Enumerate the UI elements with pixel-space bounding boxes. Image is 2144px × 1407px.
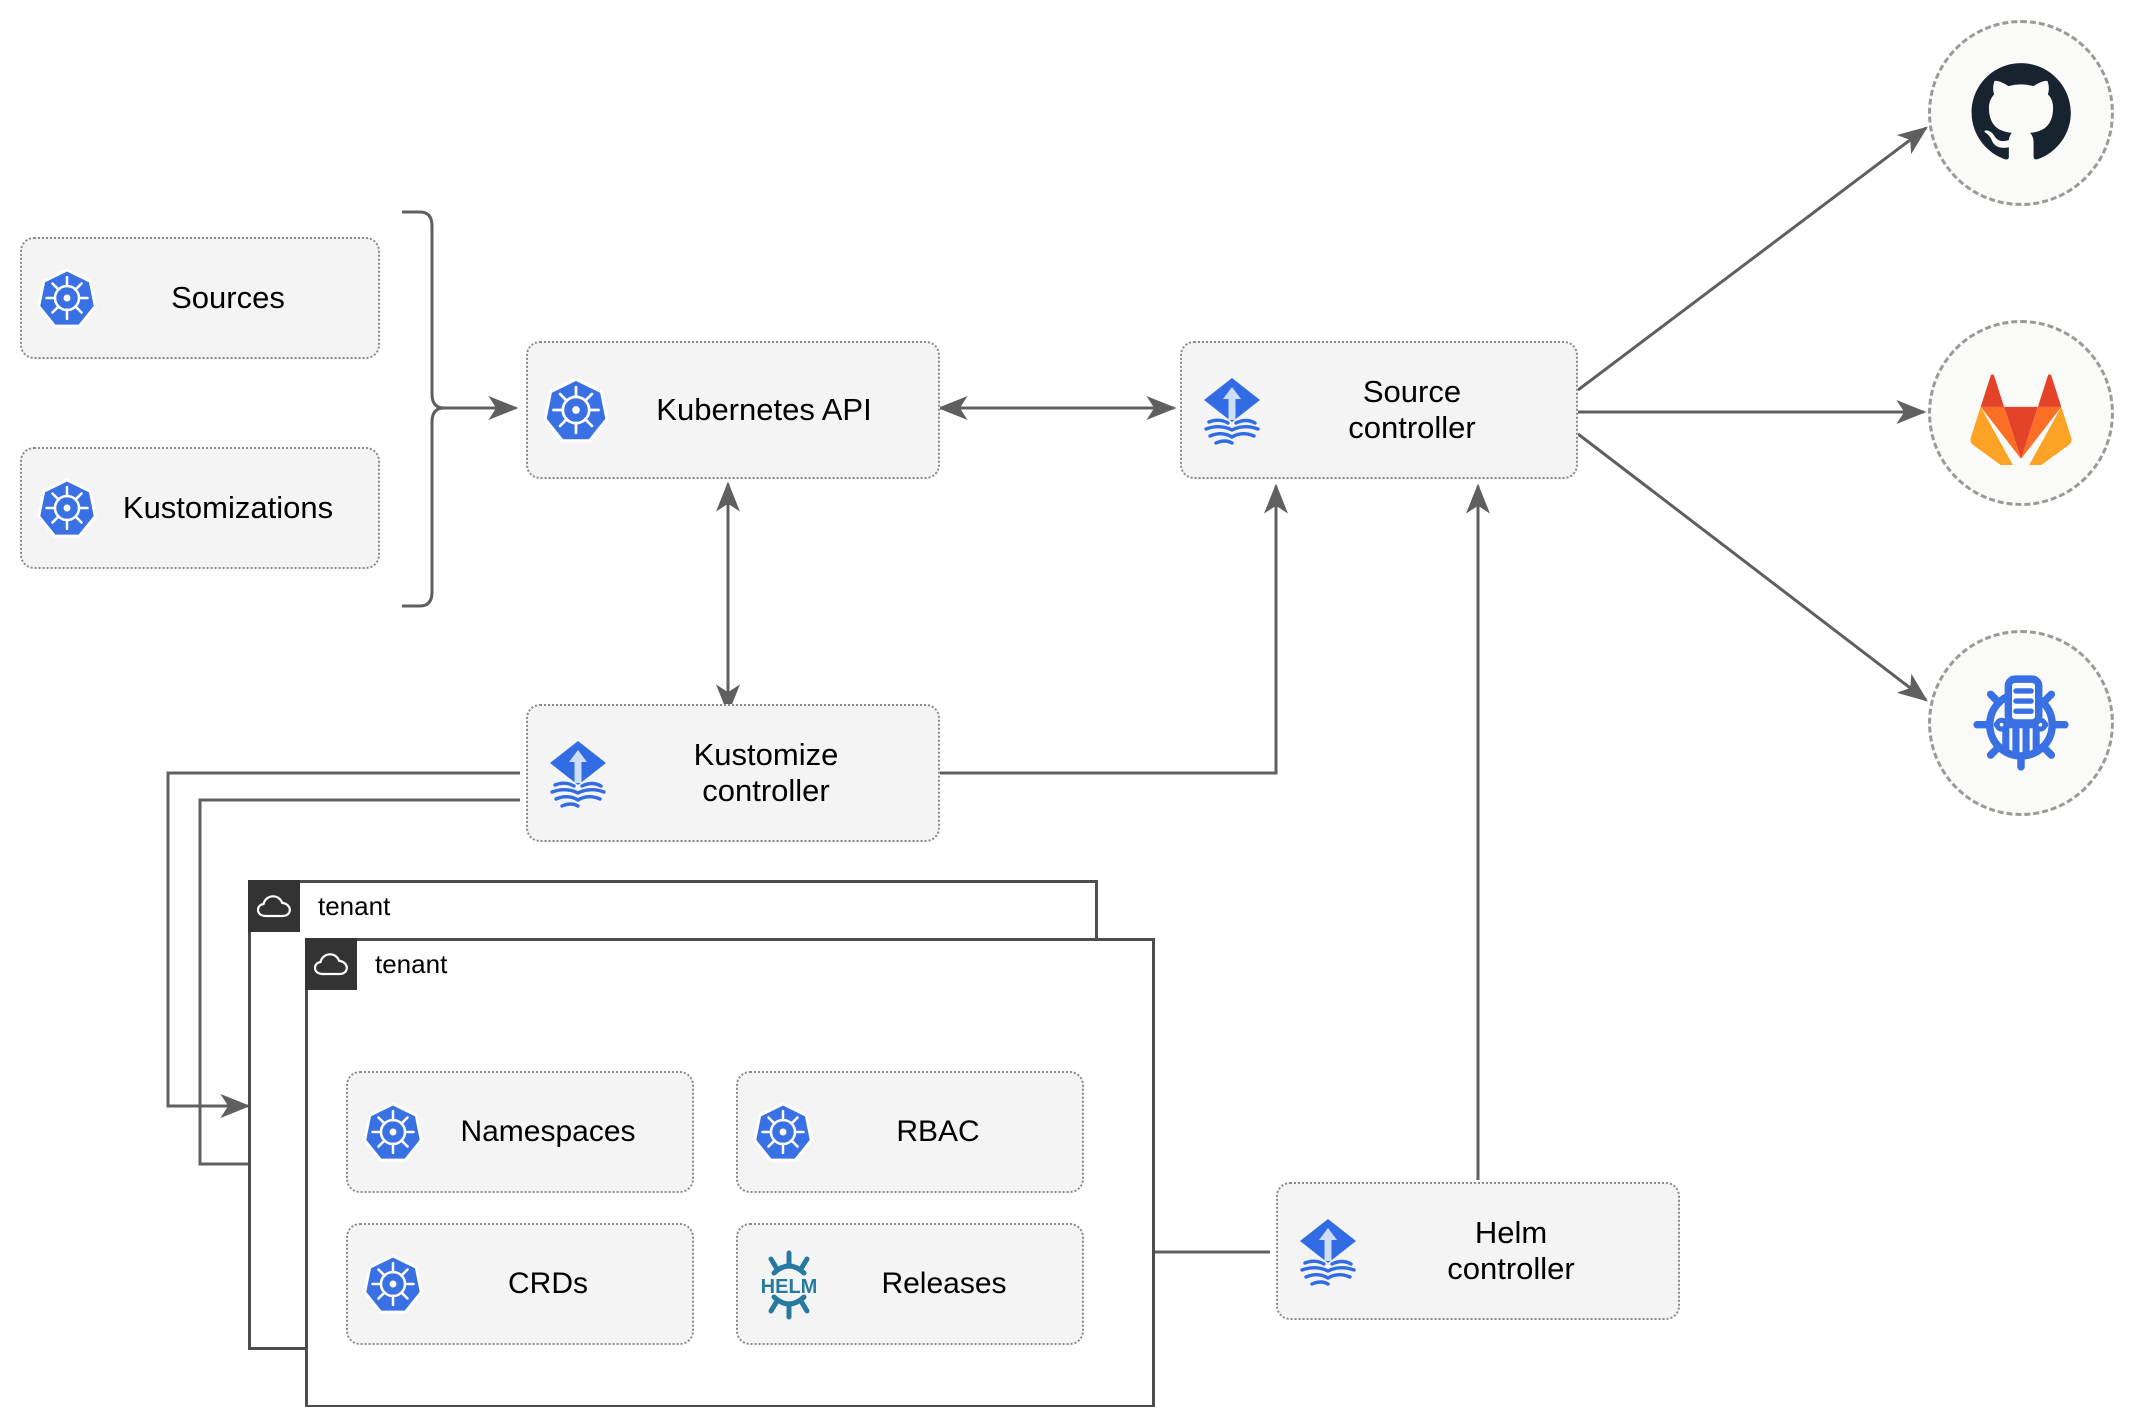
kubernetes-icon	[362, 1253, 424, 1315]
flux-icon	[1196, 374, 1268, 446]
node-label: Source controller	[1348, 374, 1476, 445]
kubernetes-icon	[542, 376, 610, 444]
kubernetes-icon	[362, 1101, 424, 1163]
github-icon	[1971, 63, 2071, 160]
node-kustomize-controller[interactable]: Kustomize controller	[526, 704, 940, 842]
node-label: Kustomize controller	[693, 737, 839, 808]
tenant-resource-label: Namespaces	[460, 1114, 636, 1148]
flux-icon	[1292, 1215, 1364, 1287]
resource-card-sources[interactable]: Sources	[20, 237, 380, 359]
helm-repository-icon	[1973, 675, 2069, 771]
provider-github[interactable]	[1928, 20, 2114, 206]
node-kubernetes-api[interactable]: Kubernetes API	[526, 341, 940, 479]
helm-icon: HELM	[752, 1247, 826, 1321]
tenant-resource-rbac[interactable]: RBAC	[736, 1071, 1084, 1193]
flux-icon	[542, 737, 614, 809]
node-label: Helm controller	[1447, 1215, 1575, 1286]
resource-label: Kustomizations	[122, 490, 334, 526]
provider-helm-repository[interactable]	[1928, 630, 2114, 816]
tenant-title: tenant	[318, 890, 391, 921]
kubernetes-icon	[36, 477, 98, 539]
tenant-resource-label: RBAC	[896, 1114, 980, 1148]
provider-gitlab[interactable]	[1928, 320, 2114, 506]
tenant-header: tenant	[248, 880, 390, 932]
kubernetes-icon	[752, 1101, 814, 1163]
resource-card-kustomizations[interactable]: Kustomizations	[20, 447, 380, 569]
cloud-icon	[248, 880, 300, 932]
resource-label: Sources	[171, 280, 285, 316]
tenant-resource-namespaces[interactable]: Namespaces	[346, 1071, 694, 1193]
tenant-resource-label: CRDs	[508, 1266, 588, 1300]
gitlab-icon	[1970, 374, 2072, 465]
node-label: Kubernetes API	[656, 392, 872, 428]
cloud-icon	[305, 938, 357, 990]
tenant-title: tenant	[375, 948, 448, 979]
tenant-resource-releases[interactable]: HELM Releases	[736, 1223, 1084, 1345]
node-helm-controller[interactable]: Helm controller	[1276, 1182, 1680, 1320]
tenant-resource-crds[interactable]: CRDs	[346, 1223, 694, 1345]
tenant-header: tenant	[305, 938, 447, 990]
tenant-resource-label: Releases	[881, 1266, 1007, 1300]
kubernetes-icon	[36, 267, 98, 329]
tenant-container-inner[interactable]: tenant	[305, 938, 1155, 1407]
helm-wordmark: HELM	[761, 1276, 818, 1298]
node-source-controller[interactable]: Source controller	[1180, 341, 1578, 479]
